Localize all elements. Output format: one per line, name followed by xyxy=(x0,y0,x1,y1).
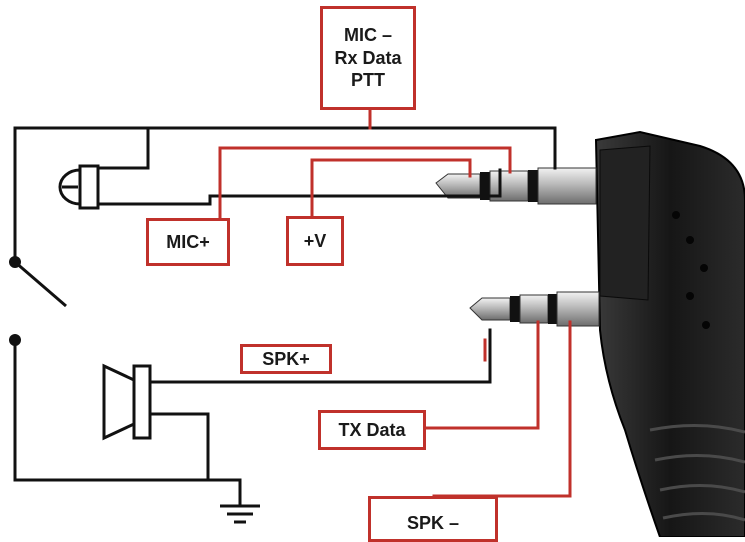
tx-data-text: TX Data xyxy=(338,419,406,440)
ptt-switch xyxy=(9,256,67,346)
plus-v-label: +V xyxy=(286,216,344,266)
black-wires xyxy=(13,126,557,508)
rx-data-text: Rx Data xyxy=(334,47,402,68)
spk-minus-text: SPK – xyxy=(406,513,460,533)
ptt-text: PTT xyxy=(351,70,385,91)
mic-minus-rx-ptt-label: MIC – Rx Data PTT xyxy=(320,6,416,110)
spk-plus-text: SPK+ xyxy=(262,348,310,369)
microphone-icon xyxy=(58,164,100,210)
speaker-plug xyxy=(469,291,600,327)
spk-plus-label: SPK+ xyxy=(240,344,332,374)
ground-icon xyxy=(220,504,260,524)
mic-plus-label: MIC+ xyxy=(146,218,230,266)
plus-v-text: +V xyxy=(303,230,327,251)
connector-body xyxy=(594,130,745,537)
mic-minus-text: MIC – xyxy=(343,25,392,46)
spk-minus-label: SPK – xyxy=(368,496,498,542)
tx-data-label: TX Data xyxy=(318,410,426,450)
mic-plug xyxy=(435,167,597,205)
mic-plus-text: MIC+ xyxy=(166,231,210,252)
speaker-icon xyxy=(102,363,152,441)
